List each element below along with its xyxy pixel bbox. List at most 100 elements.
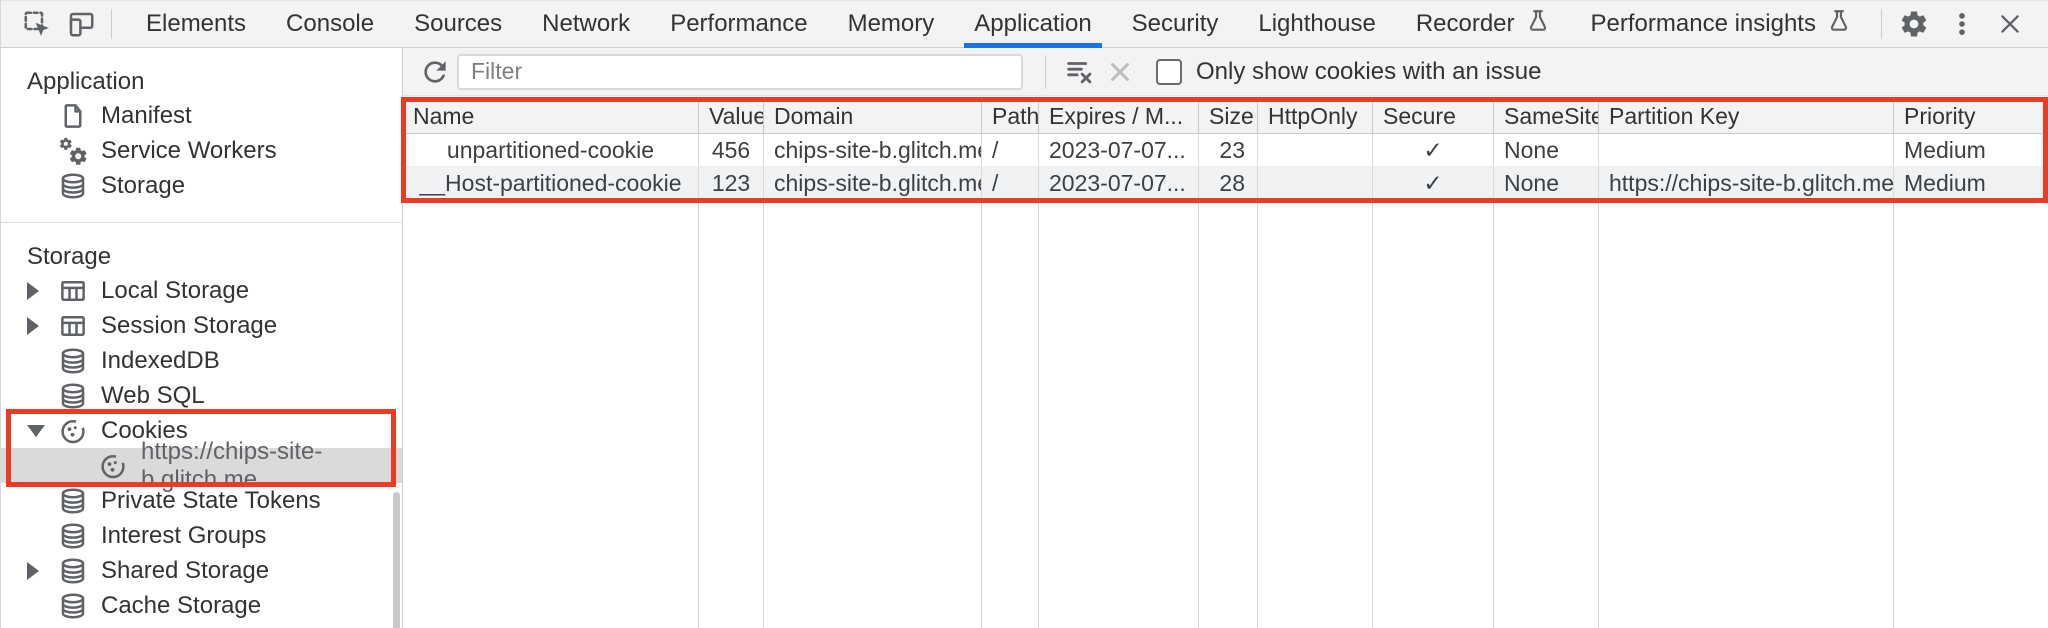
sidebar-item-cache-storage[interactable]: Cache Storage <box>1 588 402 623</box>
delete-selected-icon[interactable] <box>1100 48 1140 96</box>
toolbar-divider <box>111 9 112 39</box>
application-sidebar: Application Manifest Service Workers <box>1 48 403 628</box>
cell-name: __Host-partitioned-cookie <box>403 167 699 199</box>
database-icon <box>57 591 89 621</box>
chevron-right-icon[interactable] <box>27 316 39 335</box>
sidebar-item-service-workers[interactable]: Service Workers <box>1 133 402 168</box>
issues-only-checkbox[interactable] <box>1156 58 1182 85</box>
table-header-row: Name Value Domain Path Expires / M... Si… <box>403 99 2048 134</box>
cell-size: 28 <box>1199 167 1258 199</box>
toolbar-right-controls <box>1873 0 2048 48</box>
column-header-httponly[interactable]: HttpOnly <box>1258 99 1373 133</box>
cookies-toolbar: Only show cookies with an issue <box>403 48 2048 96</box>
section-title-storage: Storage <box>27 243 112 270</box>
sidebar-item-manifest[interactable]: Manifest <box>1 98 402 133</box>
cell-path: / <box>982 167 1039 199</box>
sidebar-item-cookie-origin[interactable]: https://chips-site-b.glitch.me <box>1 438 402 493</box>
column-header-name[interactable]: Name <box>403 99 699 133</box>
cell-httponly <box>1258 167 1373 199</box>
cookie-icon <box>97 451 129 481</box>
sidebar-item-label: Interest Groups <box>101 521 267 549</box>
tab-application[interactable]: Application <box>954 0 1111 48</box>
refresh-icon[interactable] <box>415 48 455 96</box>
devtools-content: Application Manifest Service Workers <box>1 48 2048 628</box>
chevron-right-icon[interactable] <box>27 561 39 580</box>
cookie-row-host-partitioned[interactable]: __Host-partitioned-cookie 123 chips-site… <box>403 167 2048 200</box>
more-options-icon[interactable] <box>1938 0 1986 48</box>
cell-value: 123 <box>699 167 764 199</box>
cookie-icon <box>57 416 89 446</box>
devtools-toolbar: Elements Console Sources Network Perform… <box>1 0 2048 48</box>
cookies-table: Name Value Domain Path Expires / M... Si… <box>401 97 2048 628</box>
sidebar-item-cookies[interactable]: Cookies <box>1 413 402 448</box>
sidebar-item-indexeddb[interactable]: IndexedDB <box>1 343 402 378</box>
sidebar-item-storage[interactable]: Storage <box>1 168 402 203</box>
settings-gear-icon[interactable] <box>1890 0 1938 48</box>
cell-value: 456 <box>699 134 764 166</box>
database-icon <box>57 381 89 411</box>
database-icon <box>57 171 89 201</box>
cell-domain: chips-site-b.glitch.me <box>764 167 982 199</box>
column-header-secure[interactable]: Secure <box>1373 99 1494 133</box>
tab-console[interactable]: Console <box>286 10 375 37</box>
sidebar-item-label: Cookies <box>101 416 188 444</box>
tab-network[interactable]: Network <box>542 10 631 37</box>
column-header-path[interactable]: Path <box>982 99 1039 133</box>
inspect-element-icon[interactable] <box>15 0 59 48</box>
sidebar-item-interest-groups[interactable]: Interest Groups <box>1 518 402 553</box>
table-empty-area <box>403 200 2048 628</box>
column-header-partition-key[interactable]: Partition Key <box>1599 99 1894 133</box>
sidebar-item-session-storage[interactable]: Session Storage <box>1 308 402 343</box>
tab-sources[interactable]: Sources <box>414 10 503 37</box>
table-icon <box>57 311 89 341</box>
sidebar-item-label: Local Storage <box>101 276 250 304</box>
cell-expires: 2023-07-07... <box>1039 167 1199 199</box>
cell-partition-key: https://chips-site-b.glitch.me <box>1599 167 1894 199</box>
sidebar-item-label: Shared Storage <box>101 556 270 584</box>
database-icon <box>57 556 89 586</box>
column-header-expires[interactable]: Expires / M... <box>1039 99 1199 133</box>
cookie-row-unpartitioned[interactable]: unpartitioned-cookie 456 chips-site-b.gl… <box>403 134 2048 167</box>
sidebar-item-private-state-tokens[interactable]: Private State Tokens <box>1 483 402 518</box>
column-header-value[interactable]: Value <box>699 99 764 133</box>
tab-performance-insights[interactable]: Performance insights <box>1571 0 1872 48</box>
chevron-right-icon[interactable] <box>27 281 39 300</box>
sidebar-item-label: Storage <box>101 171 186 199</box>
cell-priority: Medium <box>1904 169 1986 196</box>
database-icon <box>57 346 89 376</box>
section-title-application: Application <box>27 68 145 95</box>
tab-security[interactable]: Security <box>1131 10 1219 37</box>
column-header-domain[interactable]: Domain <box>764 99 982 133</box>
tab-elements[interactable]: Elements <box>146 10 247 37</box>
tab-recorder[interactable]: Recorder <box>1396 0 1571 48</box>
sidebar-item-local-storage[interactable]: Local Storage <box>1 273 402 308</box>
cell-secure-check: ✓ <box>1373 167 1494 199</box>
device-toolbar-icon[interactable] <box>59 0 103 48</box>
cell-domain: chips-site-b.glitch.me <box>764 134 982 166</box>
sidebar-item-label: Web SQL <box>101 381 205 409</box>
sidebar-scrollbar[interactable] <box>393 492 400 628</box>
column-header-size[interactable]: Size <box>1199 99 1258 133</box>
sidebar-item-shared-storage[interactable]: Shared Storage <box>1 553 402 588</box>
cell-size: 23 <box>1199 134 1258 166</box>
sidebar-item-label: IndexedDB <box>101 346 220 374</box>
cell-path: / <box>982 134 1039 166</box>
close-icon[interactable] <box>1986 0 2034 48</box>
sidebar-item-label: Cache Storage <box>101 591 262 619</box>
filter-input[interactable] <box>457 53 1023 90</box>
gears-icon <box>57 136 89 166</box>
sidebar-item-label: https://chips-site-b.glitch.me <box>141 437 323 493</box>
tab-performance[interactable]: Performance <box>670 10 808 37</box>
cell-name: unpartitioned-cookie <box>403 134 699 166</box>
sidebar-item-label: Manifest <box>101 101 192 129</box>
chevron-down-icon[interactable] <box>27 424 45 437</box>
tab-memory[interactable]: Memory <box>847 10 935 37</box>
column-header-samesite[interactable]: SameSite <box>1494 99 1599 133</box>
column-header-priority[interactable]: Priority <box>1904 102 1976 129</box>
file-icon <box>57 101 89 131</box>
tab-lighthouse[interactable]: Lighthouse <box>1258 10 1376 37</box>
clear-all-cookies-icon[interactable] <box>1060 48 1100 96</box>
sidebar-item-web-sql[interactable]: Web SQL <box>1 378 402 413</box>
cell-samesite: None <box>1494 134 1599 166</box>
